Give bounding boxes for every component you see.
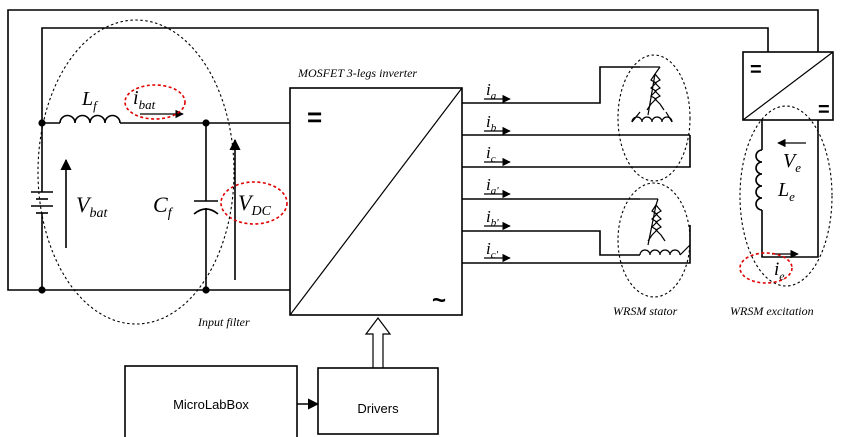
wrsm-excitation-label: WRSM excitation: [730, 304, 814, 318]
input-filter-label: Input filter: [197, 315, 250, 329]
inverter-dc-symbol: =: [307, 102, 322, 132]
node-battery-bottom: [38, 286, 46, 294]
inverter-diagonal: [289, 87, 463, 316]
excitation-outline: [739, 105, 833, 287]
node-cap-top: [202, 119, 210, 127]
phase-c-wire: [462, 135, 691, 168]
vbat-label: Vbat: [76, 192, 108, 221]
drivers-to-inverter-arrow: [364, 317, 392, 368]
stator-outline-1: [617, 54, 691, 182]
svg-text:ic': ic': [486, 239, 499, 261]
phase-c2-wire: [462, 225, 691, 264]
converter-bottom-symbol: =: [818, 99, 830, 121]
svg-text:ia': ia': [486, 175, 499, 197]
phase-b2-current: ib': [484, 207, 511, 231]
ie-highlight: [739, 252, 793, 284]
cf-label: Cf: [153, 192, 174, 221]
phase-c2-current: ic': [484, 239, 511, 263]
svg-text:ib: ib: [486, 112, 497, 134]
stator-winding-1: [631, 66, 673, 123]
ie-label: ie: [774, 259, 785, 283]
wrsm-stator-label: WRSM stator: [613, 304, 678, 318]
node-cap-bottom: [202, 286, 210, 294]
top-feedback-wire: [41, 27, 769, 123]
microlabbox-block: [124, 365, 298, 437]
excitation-converter-box: [742, 51, 834, 121]
inverter-ac-symbol: ~: [432, 287, 446, 314]
vdc-highlight: [220, 181, 288, 225]
lf-label: Lf: [81, 88, 99, 113]
phase-a-wire: [462, 66, 640, 104]
ibat-label: ibat: [133, 87, 156, 112]
excitation-converter-diagonal: [742, 51, 834, 121]
phase-b-current: ib: [484, 112, 511, 136]
input-filter-outline: [37, 19, 235, 325]
inverter-box: [289, 87, 463, 316]
phase-b2-wire: [462, 230, 640, 256]
phase-a-current: ia: [484, 80, 511, 104]
stator-outline-2: [617, 182, 691, 298]
svg-text:ia: ia: [486, 80, 497, 102]
excitation-loop-wire: [761, 120, 819, 258]
le-label: Le: [777, 179, 795, 204]
phase-c-current: ic: [484, 143, 511, 167]
phase-a2-current: ia': [484, 175, 511, 199]
converter-top-symbol: =: [750, 59, 762, 81]
drivers-label: Drivers: [357, 401, 399, 416]
ibat-highlight: [124, 84, 186, 120]
stator-winding-2: [639, 198, 691, 256]
svg-text:ib': ib': [486, 207, 499, 229]
microlabbox-label: MicroLabBox: [173, 397, 249, 412]
node-battery-top: [38, 119, 46, 127]
right-outer-wire: [7, 9, 819, 291]
inductor-le: [755, 149, 763, 211]
drivers-block: [317, 367, 439, 435]
inductor-lf: [59, 114, 121, 124]
svg-text:ic: ic: [486, 143, 496, 165]
ve-label: Ve: [783, 150, 801, 175]
inverter-title: MOSFET 3-legs inverter: [297, 66, 417, 80]
vdc-label: VDC: [238, 190, 272, 219]
